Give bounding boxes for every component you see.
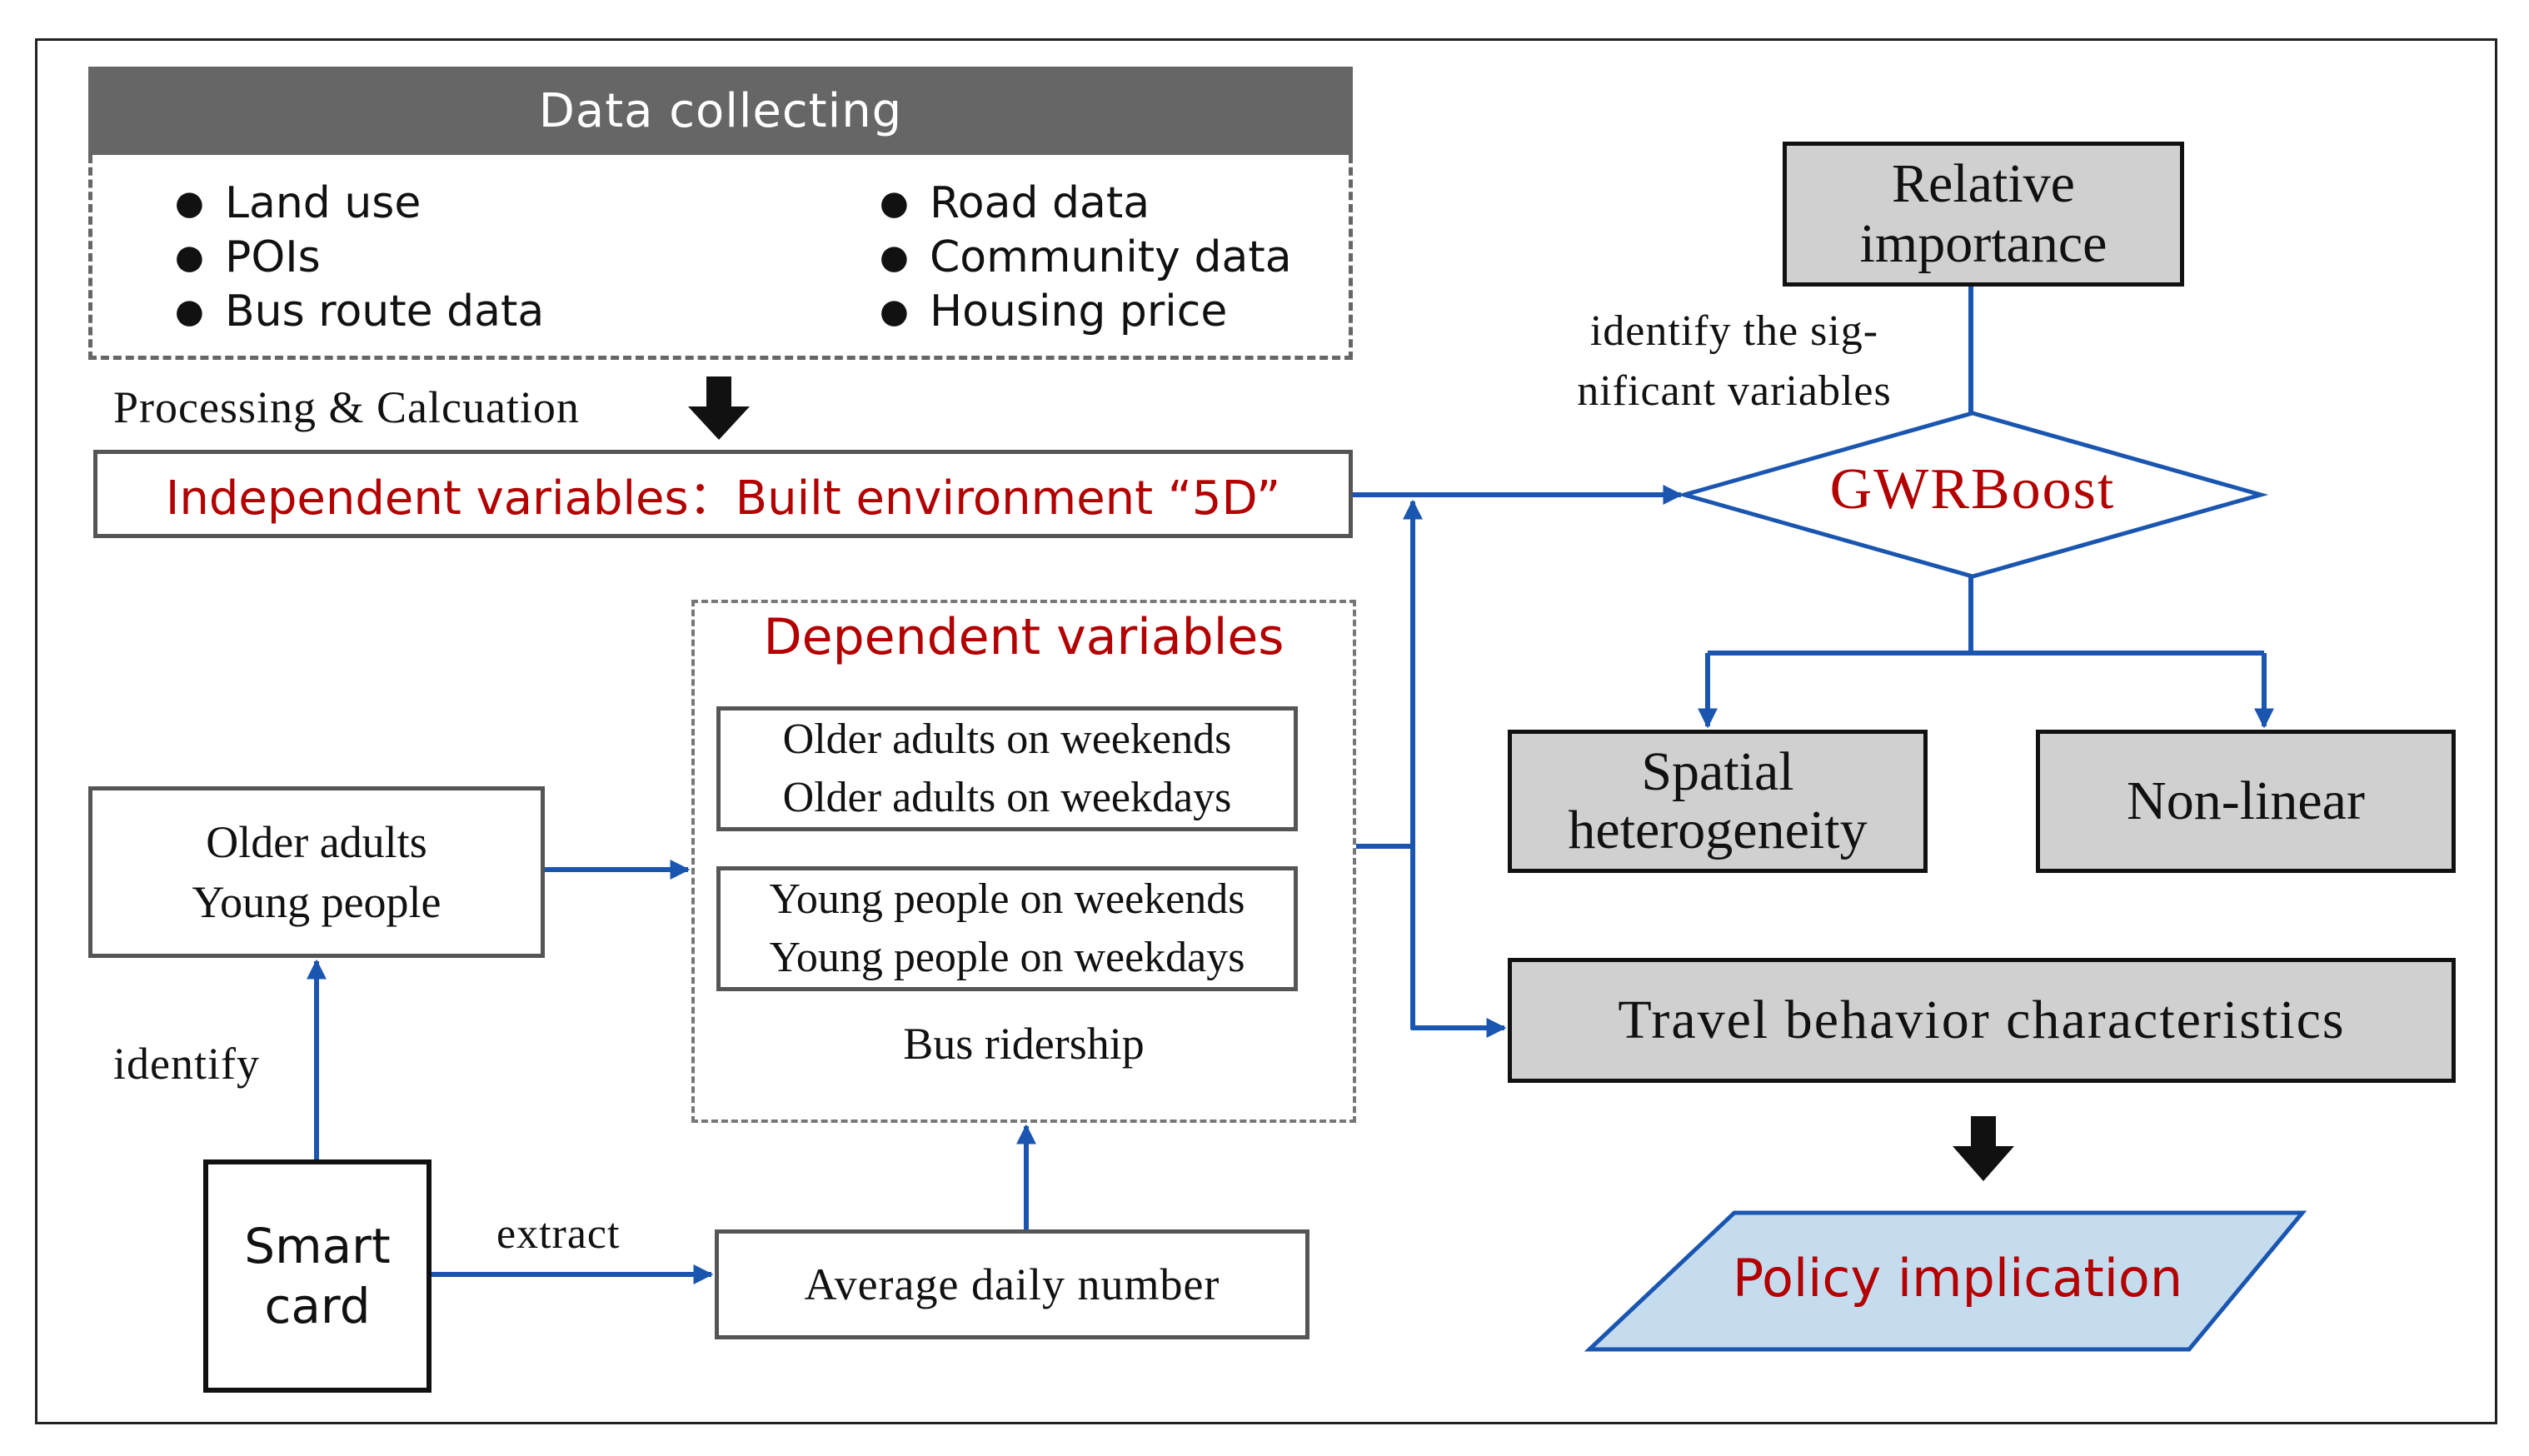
non-linear-label: Non-linear xyxy=(2127,770,2365,831)
smart-card-line: Smart xyxy=(244,1218,391,1274)
identify-significant-line: identify the sig- xyxy=(1589,307,1879,355)
extract-label: extract xyxy=(496,1210,621,1258)
dependent-variables-title: Dependent variables xyxy=(763,608,1284,666)
group-line: Older adults on weekends xyxy=(782,716,1232,763)
group-line: Older adults on weekdays xyxy=(782,774,1232,821)
relative-importance-line: importance xyxy=(1859,213,2108,274)
relative-importance-line: Relative xyxy=(1892,153,2075,214)
policy-label: Policy implication xyxy=(1732,1248,2183,1309)
smart-card-box: Smart card xyxy=(203,1159,431,1393)
travel-behavior-box: Travel behavior characteristics xyxy=(1508,958,2456,1083)
data-collecting-header: Data collecting xyxy=(88,67,1353,155)
bus-ridership-label: Bus ridership xyxy=(903,1019,1145,1069)
spatial-heterogeneity-box: Spatial heterogeneity xyxy=(1508,730,1928,873)
dependent-variables-box xyxy=(691,600,1356,1123)
processing-label: Processing & Calcuation xyxy=(113,382,580,432)
data-collecting-title: Data collecting xyxy=(538,83,903,138)
smart-card-line: card xyxy=(264,1278,371,1334)
spatial-line: Spatial xyxy=(1641,741,1794,802)
data-collecting-box xyxy=(88,155,1353,360)
outer-frame xyxy=(35,38,2497,1424)
data-item: Road data xyxy=(880,177,1292,231)
average-daily-label: Average daily number xyxy=(804,1259,1220,1309)
data-list-right: Road data Community data Housing price xyxy=(880,177,1292,339)
data-item: Bus route data xyxy=(175,285,544,339)
gwrboost-label: GWRBoost xyxy=(1829,457,2116,521)
young-people-group: Young people on weekends Young people on… xyxy=(716,866,1298,991)
older-adults-group: Older adults on weekends Older adults on… xyxy=(716,706,1298,831)
identify-label: identify xyxy=(113,1039,260,1089)
relative-importance-box: Relative importance xyxy=(1783,142,2184,287)
data-item: Community data xyxy=(880,231,1292,285)
processing-down-arrow xyxy=(688,376,750,440)
identify-significant-line: nificant variables xyxy=(1577,367,1892,415)
spatial-line: heterogeneity xyxy=(1568,800,1868,860)
data-item: Land use xyxy=(175,177,544,231)
identify-significant-label: identify the sig- nificant variables xyxy=(1534,302,1934,421)
group-line: Young people on weekends xyxy=(769,875,1245,923)
data-list-left: Land use POIs Bus route data xyxy=(175,177,544,339)
population-line: Young people xyxy=(192,877,441,927)
data-item: Housing price xyxy=(880,285,1292,339)
travel-behavior-label: Travel behavior characteristics xyxy=(1618,990,2346,1050)
policy-parallelogram xyxy=(1584,1210,2307,1352)
non-linear-box: Non-linear xyxy=(2036,730,2456,873)
data-item: POIs xyxy=(175,231,544,285)
policy-down-arrow xyxy=(1953,1116,2014,1181)
independent-variables-box: Independent variables：Built environment … xyxy=(93,450,1353,538)
average-daily-box: Average daily number xyxy=(715,1229,1309,1339)
population-box: Older adults Young people xyxy=(88,786,545,958)
independent-variables-label: Independent variables：Built environment … xyxy=(165,471,1281,526)
group-line: Young people on weekdays xyxy=(769,934,1245,981)
population-line: Older adults xyxy=(206,817,427,867)
